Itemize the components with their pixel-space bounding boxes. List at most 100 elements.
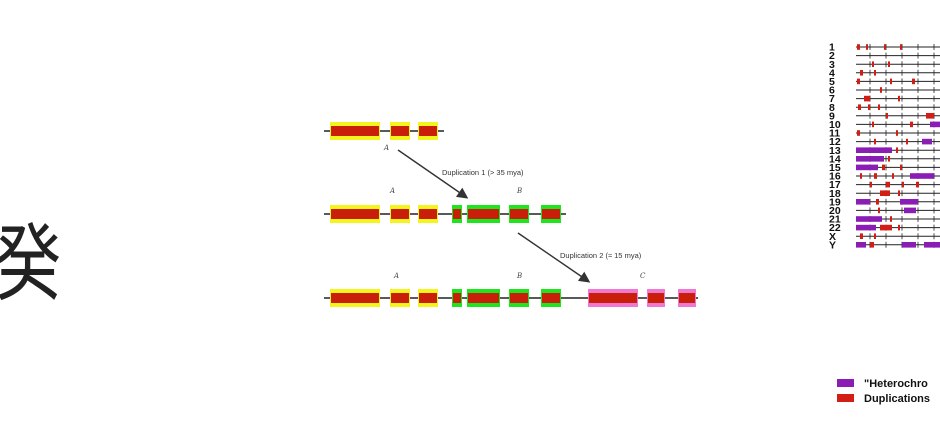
duplicon-core (648, 293, 664, 303)
duplication-region (906, 138, 908, 145)
duplication-region (868, 104, 870, 110)
duplication-region (884, 44, 886, 50)
chromosome-label: 8 (829, 102, 835, 114)
duplication-region (898, 95, 900, 102)
duplication-region (916, 181, 919, 188)
duplication-region (866, 44, 868, 50)
chromosome-label: 18 (829, 188, 841, 200)
duplicon-core (419, 293, 437, 303)
heterochromatin-region (930, 121, 940, 128)
chromosome-label: 20 (829, 205, 841, 217)
duplicon-core (331, 126, 379, 136)
chromosome-7: 7 (829, 93, 940, 105)
chromosome-label: 5 (829, 76, 835, 88)
heterochromatin-region (856, 156, 884, 162)
chromosome-label: 19 (829, 196, 841, 208)
gene-family-label: A (393, 272, 399, 280)
event-label: Duplication 2 (≈ 15 mya) (560, 251, 642, 260)
duplication-region (872, 61, 874, 67)
event-label: Duplication 1 (> 35 mya) (442, 168, 524, 177)
legend-swatch (837, 379, 854, 387)
heterochromatin-region (900, 199, 918, 205)
heterochromatin-region (856, 199, 870, 205)
chromosome-22: 22 (829, 222, 940, 234)
duplication-region (888, 156, 890, 162)
legend-label: Duplications (864, 393, 930, 405)
chromosome-18: 18 (829, 188, 940, 200)
heterochromatin-region (922, 138, 932, 145)
duplication-region (900, 164, 902, 171)
chromosome-label: 11 (829, 128, 840, 140)
duplication-region (872, 121, 874, 128)
duplicon-core (679, 293, 695, 303)
chromosome-label: 10 (829, 119, 841, 131)
chromosome-label: 2 (829, 50, 835, 62)
duplication-event-2: Duplication 2 (≈ 15 mya) (517, 232, 642, 283)
chromosome-21: 21 (829, 214, 940, 226)
chromosome-20: 20 (829, 205, 940, 217)
duplication-region (864, 95, 870, 102)
chromosome-label: 22 (829, 222, 841, 234)
chromosome-14: 14 (829, 153, 940, 165)
chromosome-9: 9 (829, 110, 940, 122)
chromosome-label: 7 (829, 93, 835, 105)
duplication-region (874, 70, 876, 76)
chromosome-label: 16 (829, 171, 841, 183)
gene-row-1: A (324, 122, 444, 152)
duplication-region (882, 164, 885, 171)
duplication-region (860, 70, 863, 76)
gene-family-label: B (516, 272, 522, 280)
duplication-region (896, 147, 898, 153)
duplication-region (874, 138, 876, 145)
legend-item-heterochromatin: "Heterochro (837, 378, 928, 390)
duplication-region (860, 173, 862, 179)
chromosome-label: 17 (829, 179, 841, 191)
duplication-region (857, 78, 860, 85)
chromosome-label: 9 (829, 110, 835, 122)
event-arrow (517, 232, 591, 283)
chromosome-label: 12 (829, 136, 841, 148)
duplication-region (858, 104, 861, 110)
duplicon-core (453, 209, 461, 219)
duplication-region (870, 181, 872, 188)
chromosome-12: 12 (829, 136, 940, 148)
heterochromatin-region (856, 147, 892, 153)
duplicon-core (468, 293, 499, 303)
duplicon-core (391, 293, 409, 303)
chromosome-label: 21 (829, 214, 841, 226)
chromosome-label: 15 (829, 162, 841, 174)
duplication-region (874, 233, 876, 239)
chromosome-8: 8 (829, 102, 940, 114)
duplicon-core (419, 209, 437, 219)
duplication-region (896, 130, 898, 136)
chromosome-label: Y (829, 239, 836, 251)
duplicon-core (331, 293, 379, 303)
duplication-region (926, 113, 934, 119)
duplication-region (860, 233, 863, 239)
chromosome-label: X (829, 231, 836, 243)
chromosome-17: 17 (829, 179, 940, 191)
heterochromatin-region (910, 173, 934, 179)
chromosome-10: 10 (829, 119, 940, 131)
gene-family-label: A (389, 187, 395, 195)
chromosome-label: 3 (829, 59, 835, 71)
chromosome-label: 1 (829, 42, 835, 54)
duplication-region (898, 224, 900, 231)
gene-family-label: B (516, 187, 522, 195)
chromosome-11: 11 (829, 128, 940, 140)
chromosome-6: 6 (829, 85, 940, 97)
chromosome-3: 3 (829, 59, 940, 71)
gene-row-3: A B C (324, 272, 698, 307)
heterochromatin-region (924, 242, 940, 248)
chromosome-x: X (829, 231, 940, 243)
duplication-event-1: Duplication 1 (> 35 mya) (397, 149, 524, 199)
chromosome-label: 4 (829, 67, 835, 79)
duplication-region (912, 78, 915, 85)
duplicon-core (468, 209, 499, 219)
gene-family-label: C (640, 272, 646, 280)
duplication-region (880, 87, 882, 93)
duplication-region (857, 44, 860, 50)
chromosome-16: 16 (829, 171, 940, 183)
